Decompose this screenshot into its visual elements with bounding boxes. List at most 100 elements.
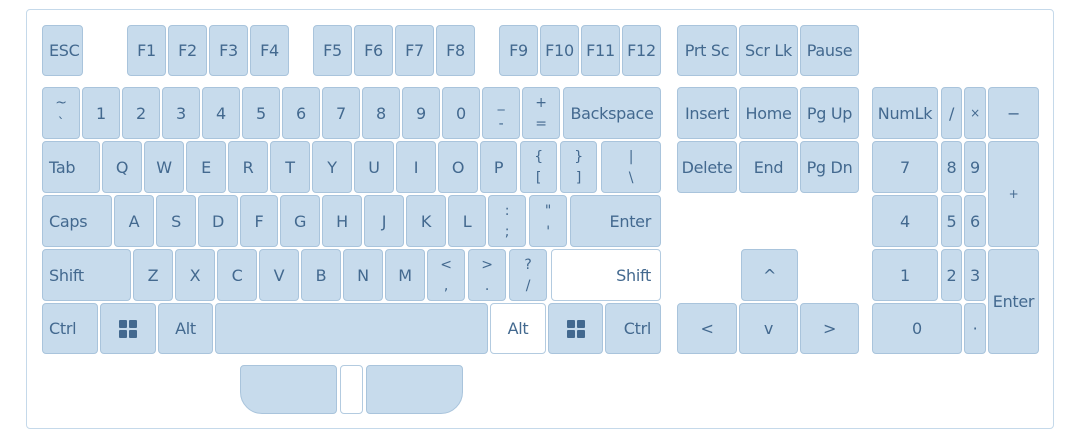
key-f12[interactable]: F12 bbox=[622, 25, 661, 76]
key-s[interactable]: S bbox=[156, 195, 196, 247]
key-numpad-8[interactable]: 8 bbox=[941, 141, 962, 193]
key-2[interactable]: 2 bbox=[122, 87, 160, 139]
key-right-windows[interactable] bbox=[548, 303, 603, 354]
key-v[interactable]: V bbox=[259, 249, 299, 301]
key-numpad-add[interactable]: + bbox=[988, 141, 1039, 247]
touchpad-middle-button[interactable] bbox=[340, 365, 363, 414]
key-caps-lock[interactable]: Caps bbox=[42, 195, 112, 247]
key-minus[interactable]: _ - bbox=[482, 87, 520, 139]
key-numpad-0[interactable]: 0 bbox=[872, 303, 962, 354]
key-6[interactable]: 6 bbox=[282, 87, 320, 139]
key-right-alt[interactable]: Alt bbox=[490, 303, 546, 354]
key-slash[interactable]: ? / bbox=[509, 249, 547, 301]
key-numpad-multiply[interactable]: × bbox=[964, 87, 986, 139]
key-f[interactable]: F bbox=[240, 195, 278, 247]
key-f8[interactable]: F8 bbox=[436, 25, 475, 76]
key-f3[interactable]: F3 bbox=[209, 25, 248, 76]
key-numpad-7[interactable]: 7 bbox=[872, 141, 938, 193]
key-f6[interactable]: F6 bbox=[354, 25, 393, 76]
key-arrow-left[interactable]: < bbox=[677, 303, 737, 354]
key-t[interactable]: T bbox=[270, 141, 310, 193]
key-numpad-decimal[interactable]: · bbox=[964, 303, 986, 354]
key-delete[interactable]: Delete bbox=[677, 141, 737, 193]
key-b[interactable]: B bbox=[301, 249, 341, 301]
key-h[interactable]: H bbox=[322, 195, 362, 247]
key-y[interactable]: Y bbox=[312, 141, 352, 193]
key-page-up[interactable]: Pg Up bbox=[800, 87, 859, 139]
key-9[interactable]: 9 bbox=[402, 87, 440, 139]
touchpad-left-button[interactable] bbox=[240, 365, 337, 414]
key-f7[interactable]: F7 bbox=[395, 25, 434, 76]
key-7[interactable]: 7 bbox=[322, 87, 360, 139]
key-numpad-2[interactable]: 2 bbox=[941, 249, 962, 301]
key-1[interactable]: 1 bbox=[82, 87, 120, 139]
key-num-lock[interactable]: NumLk bbox=[872, 87, 938, 139]
key-4[interactable]: 4 bbox=[202, 87, 240, 139]
key-q[interactable]: Q bbox=[102, 141, 142, 193]
key-l[interactable]: L bbox=[448, 195, 486, 247]
key-arrow-right[interactable]: > bbox=[800, 303, 859, 354]
key-e[interactable]: E bbox=[186, 141, 226, 193]
key-backspace[interactable]: Backspace bbox=[563, 87, 661, 139]
key-o[interactable]: O bbox=[438, 141, 478, 193]
key-left-shift[interactable]: Shift bbox=[42, 249, 131, 301]
key-comma[interactable]: < , bbox=[427, 249, 465, 301]
key-numpad-3[interactable]: 3 bbox=[964, 249, 986, 301]
key-end[interactable]: End bbox=[739, 141, 798, 193]
key-numpad-5[interactable]: 5 bbox=[941, 195, 962, 247]
key-u[interactable]: U bbox=[354, 141, 394, 193]
key-numpad-4[interactable]: 4 bbox=[872, 195, 938, 247]
key-esc[interactable]: ESC bbox=[42, 25, 83, 76]
key-j[interactable]: J bbox=[364, 195, 404, 247]
key-numpad-9[interactable]: 9 bbox=[964, 141, 986, 193]
key-right-shift[interactable]: Shift bbox=[551, 249, 661, 301]
key-print-screen[interactable]: Prt Sc bbox=[677, 25, 737, 76]
key-pause[interactable]: Pause bbox=[800, 25, 859, 76]
key-f1[interactable]: F1 bbox=[127, 25, 166, 76]
key-right-bracket[interactable]: } ] bbox=[560, 141, 597, 193]
key-g[interactable]: G bbox=[280, 195, 320, 247]
key-arrow-down[interactable]: v bbox=[739, 303, 798, 354]
key-w[interactable]: W bbox=[144, 141, 184, 193]
key-3[interactable]: 3 bbox=[162, 87, 200, 139]
key-numpad-6[interactable]: 6 bbox=[964, 195, 986, 247]
key-c[interactable]: C bbox=[217, 249, 257, 301]
key-period[interactable]: > . bbox=[468, 249, 506, 301]
key-p[interactable]: P bbox=[480, 141, 517, 193]
touchpad-right-button[interactable] bbox=[366, 365, 463, 414]
key-equals[interactable]: + = bbox=[522, 87, 560, 139]
key-numpad-enter[interactable]: Enter bbox=[988, 249, 1039, 354]
key-right-ctrl[interactable]: Ctrl bbox=[605, 303, 661, 354]
key-n[interactable]: N bbox=[343, 249, 383, 301]
key-backslash[interactable]: | \ bbox=[601, 141, 661, 193]
key-r[interactable]: R bbox=[228, 141, 268, 193]
key-left-windows[interactable] bbox=[100, 303, 156, 354]
key-left-ctrl[interactable]: Ctrl bbox=[42, 303, 98, 354]
key-semicolon[interactable]: : ; bbox=[488, 195, 526, 247]
key-8[interactable]: 8 bbox=[362, 87, 400, 139]
key-left-bracket[interactable]: { [ bbox=[520, 141, 557, 193]
key-arrow-up[interactable]: ^ bbox=[741, 249, 798, 301]
key-5[interactable]: 5 bbox=[242, 87, 280, 139]
key-f10[interactable]: F10 bbox=[540, 25, 579, 76]
key-i[interactable]: I bbox=[396, 141, 436, 193]
key-z[interactable]: Z bbox=[133, 249, 173, 301]
key-f4[interactable]: F4 bbox=[250, 25, 289, 76]
key-f2[interactable]: F2 bbox=[168, 25, 207, 76]
key-f9[interactable]: F9 bbox=[499, 25, 538, 76]
key-0[interactable]: 0 bbox=[442, 87, 480, 139]
key-numpad-1[interactable]: 1 bbox=[872, 249, 938, 301]
key-home[interactable]: Home bbox=[739, 87, 798, 139]
key-backtick[interactable]: ~ ` bbox=[42, 87, 80, 139]
key-insert[interactable]: Insert bbox=[677, 87, 737, 139]
key-left-alt[interactable]: Alt bbox=[158, 303, 213, 354]
key-enter[interactable]: Enter bbox=[570, 195, 661, 247]
key-page-down[interactable]: Pg Dn bbox=[800, 141, 859, 193]
key-space[interactable] bbox=[215, 303, 488, 354]
key-numpad-divide[interactable]: / bbox=[941, 87, 962, 139]
key-numpad-subtract[interactable]: − bbox=[988, 87, 1039, 139]
key-d[interactable]: D bbox=[198, 195, 238, 247]
key-a[interactable]: A bbox=[114, 195, 154, 247]
key-f11[interactable]: F11 bbox=[581, 25, 620, 76]
key-f5[interactable]: F5 bbox=[313, 25, 352, 76]
